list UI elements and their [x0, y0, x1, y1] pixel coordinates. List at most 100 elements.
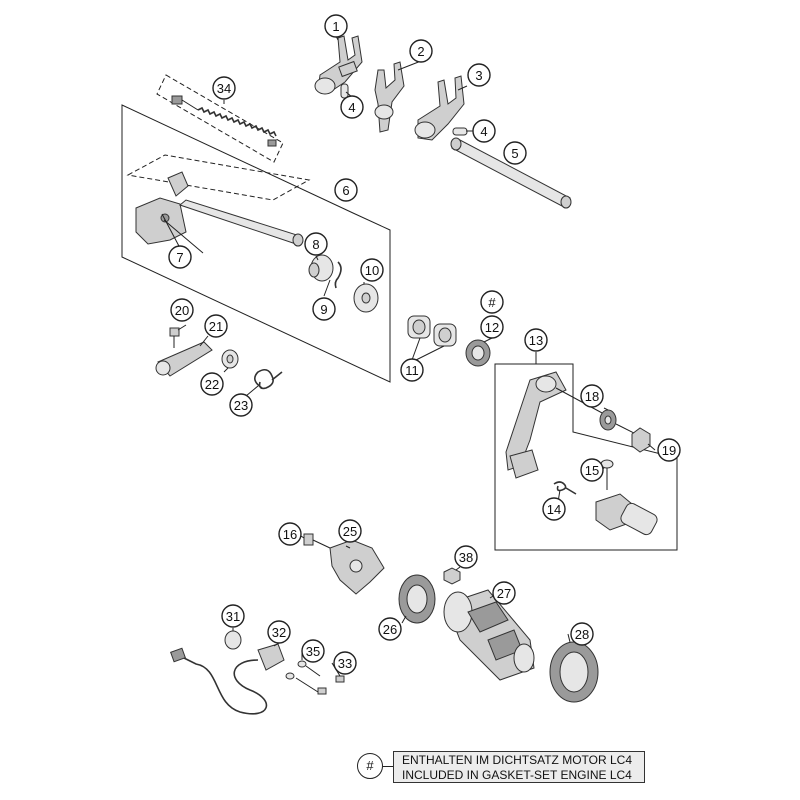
pin-15 [600, 459, 614, 490]
callout-number: 31 [226, 609, 240, 624]
callout-4: 4 [472, 119, 496, 143]
legend-box: ENTHALTEN IM DICHTSATZ MOTOR LC4 INCLUDE… [393, 751, 645, 783]
callout-6: 6 [334, 178, 358, 202]
callout-number: 4 [348, 100, 355, 115]
screws-33 [295, 665, 345, 695]
callout-number: 3 [475, 68, 482, 83]
callout-number: 12 [485, 320, 499, 335]
callout-number: 16 [283, 527, 297, 542]
callout-number: 2 [417, 44, 424, 59]
callout-number: 21 [209, 319, 223, 334]
callout-15: 15 [580, 458, 604, 482]
callout-33: 33 [333, 651, 357, 675]
callout-27: 27 [492, 581, 516, 605]
callout-32: 32 [267, 620, 291, 644]
callout-34: 34 [212, 76, 236, 100]
o-ring-31 [224, 630, 242, 650]
callout-number: 11 [405, 363, 419, 378]
callout-18: 18 [580, 384, 604, 408]
callout-number: 23 [234, 398, 248, 413]
needle-bearing-11 [407, 315, 457, 347]
callout-number: 35 [306, 644, 320, 659]
callout-9: 9 [312, 297, 336, 321]
bush-22 [221, 349, 239, 369]
callout-number: 4 [480, 124, 487, 139]
shift-lever-13 [505, 371, 567, 479]
callout-number: 6 [342, 183, 349, 198]
fork-pin-4-upper [340, 83, 349, 99]
legend-leader [383, 766, 393, 767]
bush-8 [308, 254, 334, 282]
spring-34 [171, 95, 277, 147]
callout-13: 13 [524, 328, 548, 352]
callout-hash: # [480, 290, 504, 314]
legend-line-german: ENTHALTEN IM DICHTSATZ MOTOR LC4 [402, 753, 633, 767]
callout-number: 32 [272, 625, 286, 640]
callout-31: 31 [221, 604, 245, 628]
callout-5: 5 [503, 141, 527, 165]
shift-shaft-6 [135, 171, 304, 247]
screw-38 [443, 567, 461, 585]
callout-16: 16 [278, 522, 302, 546]
callout-number: 18 [585, 389, 599, 404]
shift-lever-clamp [595, 493, 658, 536]
shift-star-25 [329, 539, 385, 595]
circlip-9 [334, 261, 342, 289]
callout-number: 33 [338, 656, 352, 671]
lever-axis-line [555, 387, 605, 415]
callout-number: 10 [365, 263, 379, 278]
callout-number: 14 [547, 502, 561, 517]
callout-10: 10 [360, 258, 384, 282]
callout-26: 26 [378, 617, 402, 641]
shift-fork-1 [314, 35, 363, 95]
callout-number: 15 [585, 463, 599, 478]
shaft-kit-dashed-box [126, 154, 311, 201]
callout-number: 8 [312, 237, 319, 252]
callout-number: 38 [459, 550, 473, 565]
callout-22: 22 [200, 372, 224, 396]
callout-number: # [488, 295, 496, 310]
callout-number: 28 [575, 627, 589, 642]
callout-2: 2 [409, 39, 433, 63]
callout-23: 23 [229, 393, 253, 417]
shift-fork-2 [374, 61, 405, 133]
callout-7: 7 [168, 245, 192, 269]
seal-12 [465, 339, 491, 367]
bearing-26 [398, 574, 436, 624]
fork-pin-4-lower [452, 127, 468, 136]
callout-35: 35 [301, 639, 325, 663]
screw-19 [631, 427, 651, 453]
callout-number: 20 [175, 303, 189, 318]
callout-number: 7 [176, 250, 183, 265]
gear-sensor-32 [170, 643, 285, 715]
shift-drum-27 [443, 589, 535, 681]
callout-21: 21 [204, 314, 228, 338]
callout-4: 4 [340, 95, 364, 119]
callout-number: 26 [383, 622, 397, 637]
callout-20: 20 [170, 298, 194, 322]
callout-1: 1 [324, 14, 348, 38]
callout-38: 38 [454, 545, 478, 569]
shift-fork-3 [414, 75, 465, 141]
callout-number: 1 [332, 19, 339, 34]
spring-23 [254, 368, 283, 390]
screw-20 [169, 327, 180, 348]
callout-number: 25 [343, 524, 357, 539]
bearing-28 [549, 641, 599, 703]
callout-8: 8 [304, 232, 328, 256]
lever-21 [155, 341, 213, 377]
washer-35 [285, 660, 307, 680]
callout-number: 5 [511, 146, 518, 161]
callout-12: 12 [480, 315, 504, 339]
callout-11: 11 [400, 358, 424, 382]
callout-19: 19 [657, 438, 681, 462]
callout-14: 14 [542, 497, 566, 521]
callout-28: 28 [570, 622, 594, 646]
legend-symbol: # [357, 753, 383, 779]
callout-3: 3 [467, 63, 491, 87]
spring-kit-dashed-box [156, 74, 284, 163]
screw-16 [303, 533, 331, 549]
shift-shaft-frame [121, 104, 391, 383]
